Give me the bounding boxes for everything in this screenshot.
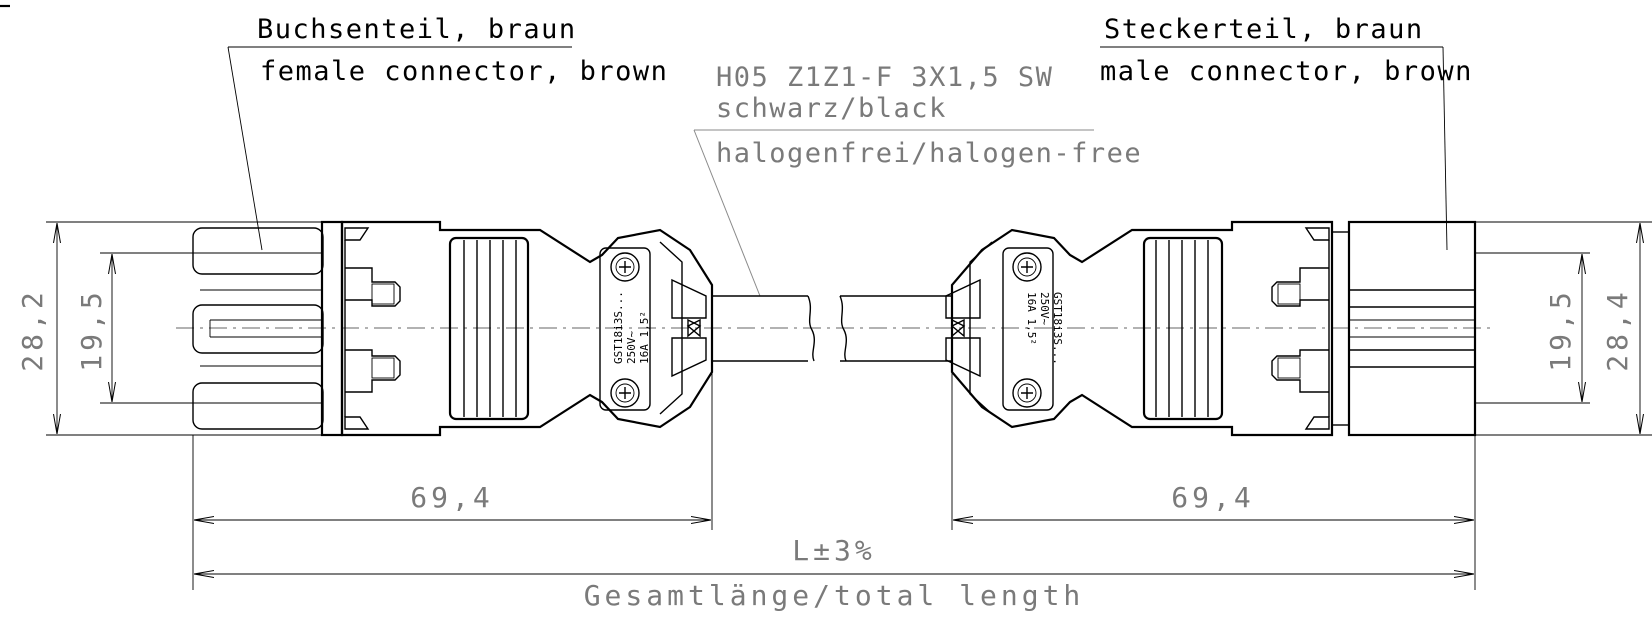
male-marking-line3: 16A 1,5² [1025,292,1038,345]
female-label-en: female connector, brown [260,56,668,87]
cable-halogen-text: halogenfrei/halogen-free [716,138,1142,169]
right-length-dimension: 69,4 [951,372,1476,590]
right-length-value: 69,4 [1171,481,1254,514]
left-inner-value: 19,5 [75,288,108,371]
left-inner-dimension: 19,5 [75,252,322,404]
right-inner-dimension: 19,5 [1475,252,1590,404]
male-connector-label: Steckerteil, braun male connector, brown [1100,14,1473,251]
right-inner-value: 19,5 [1544,288,1577,371]
cable-leader-line [693,129,761,297]
male-leader-line [1442,46,1448,251]
right-height-value: 28,4 [1601,288,1634,371]
total-length-dimension: L±3% Gesamtlänge/total length [195,534,1473,612]
cable-type-text: H05 Z1Z1-F 3X1,5 SW [716,62,1053,93]
female-marking-line1: GST18i3S... [612,291,625,364]
left-height-value: 28,2 [16,288,49,371]
female-leader-line [227,46,263,251]
female-connector: GST18i3S... 250V~ 16A 1,5² [192,220,714,437]
female-marking-line3: 16A 1,5² [638,311,651,364]
cable-color-text: schwarz/black [716,93,947,124]
total-length-caption: Gesamtlänge/total length [584,579,1085,612]
male-marking-line2: 250V~ [1038,292,1051,325]
cable-label: H05 Z1Z1-F 3X1,5 SW schwarz/black haloge… [693,62,1142,297]
left-length-dimension: 69,4 [192,372,713,590]
total-tolerance-value: L±3% [792,534,875,567]
male-marking-line1: GST18i3S... [1051,292,1064,365]
left-height-dimension: 28,2 [16,221,322,436]
left-length-value: 69,4 [410,481,493,514]
cable [712,295,952,362]
female-label-de: Buchsenteil, braun [257,14,577,45]
right-height-dimension: 28,4 [1475,221,1652,436]
female-marking-line2: 250V~ [625,331,638,364]
male-label-de: Steckerteil, braun [1104,14,1424,45]
male-label-en: male connector, brown [1100,56,1473,87]
female-connector-label: Buchsenteil, braun female connector, bro… [227,14,668,251]
